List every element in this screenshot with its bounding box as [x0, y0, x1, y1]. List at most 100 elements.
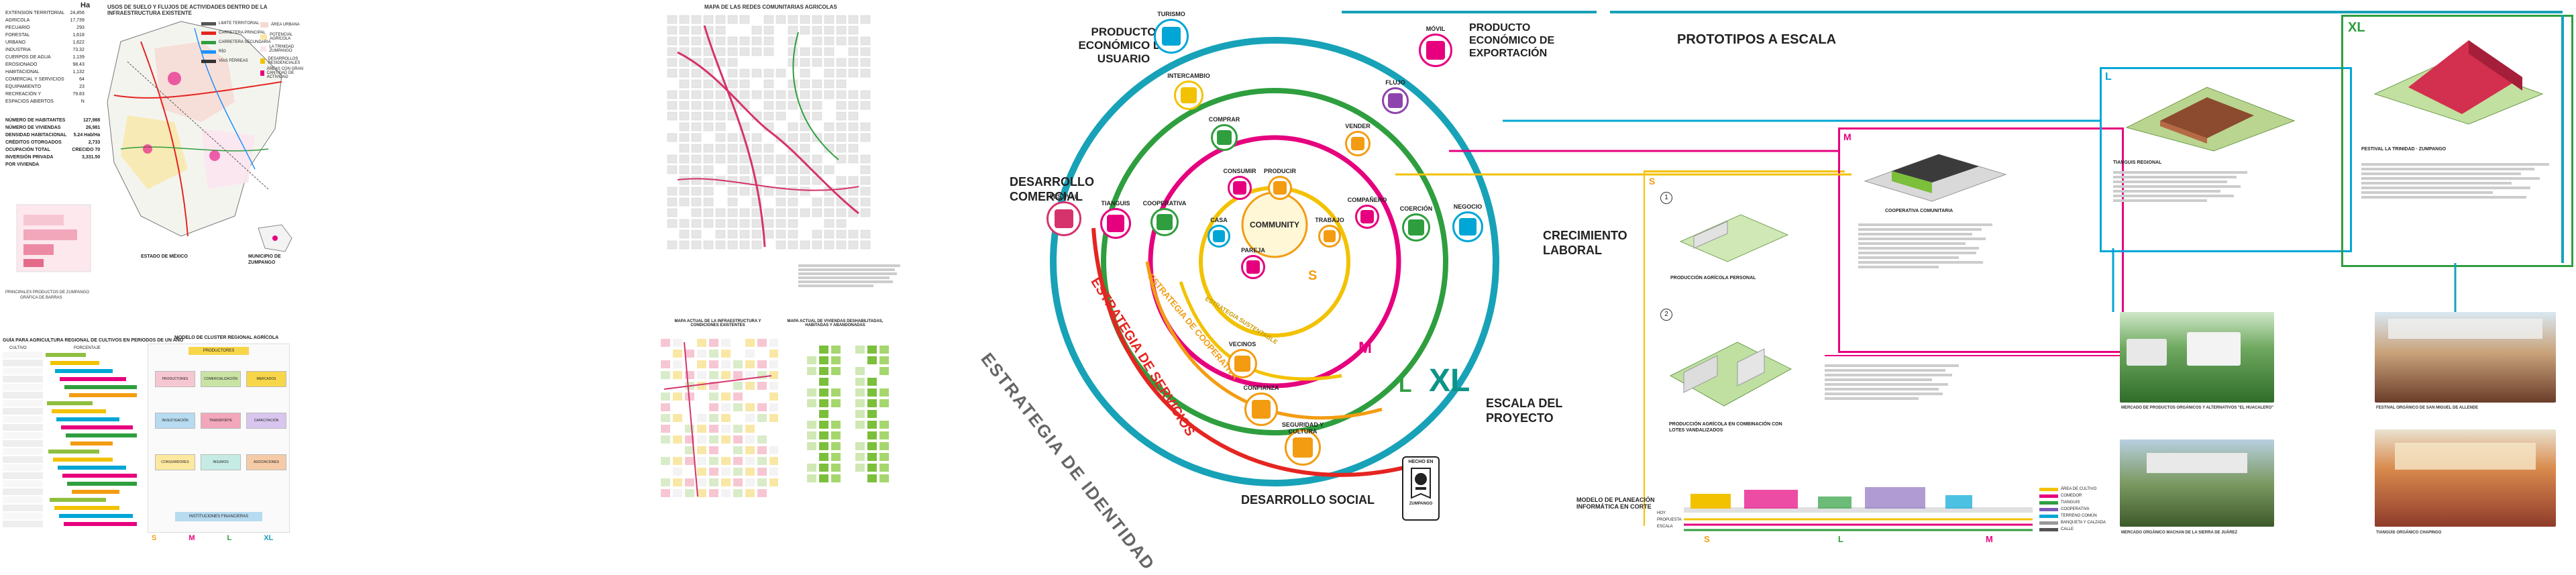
- stats-label: EXTENSION TERRITORIAL: [5, 11, 65, 15]
- legend-label: RÍO: [219, 50, 226, 54]
- city-block: [879, 356, 889, 364]
- stats-label: RECREACIÓN Y: [5, 92, 42, 97]
- crop-period-bar: [69, 393, 137, 397]
- city-block: [679, 111, 690, 121]
- city-block: [769, 414, 778, 422]
- proto-l-letter: L: [2105, 71, 2112, 83]
- city-block: [848, 176, 859, 185]
- guide-col-1: CULTIVO: [9, 346, 27, 350]
- city-block: [843, 421, 853, 429]
- model-legend-item: CALLE: [2039, 526, 2106, 533]
- city-block: [679, 240, 690, 250]
- city-block: [836, 176, 847, 185]
- city-block: [831, 421, 841, 429]
- proto-l-model: [2125, 87, 2296, 152]
- city-block: [733, 360, 743, 368]
- city-block: [819, 346, 828, 354]
- proto-s-model-2: [1669, 342, 1792, 407]
- city-block: [709, 393, 718, 401]
- city-block: [679, 197, 690, 207]
- city-block: [667, 36, 678, 46]
- legend-swatch: [2039, 487, 2058, 491]
- city-block: [739, 208, 750, 217]
- city-block: [691, 133, 702, 142]
- guide-title: GUÍA PARA AGRICULTURA REGIONAL DE CULTIV…: [3, 338, 184, 343]
- city-block: [795, 464, 804, 472]
- city-block: [721, 457, 731, 465]
- proto-xl-caption: FESTIVAL LA TRINIDAD · ZUMPANGO: [2361, 147, 2447, 152]
- label-estado: ESTADO DE MÉXICO: [141, 254, 188, 259]
- legend-swatch: [260, 34, 268, 40]
- city-block: [679, 122, 690, 132]
- city-block: [697, 435, 706, 443]
- crop-period-bar: [55, 369, 113, 373]
- crop-label-cell: [3, 456, 43, 463]
- city-block: [831, 474, 841, 482]
- crop-label-cell: [3, 376, 43, 382]
- city-block: [848, 90, 859, 99]
- node-label-tianguis: TIANGUIS: [1101, 200, 1130, 207]
- city-block: [763, 101, 774, 110]
- city-block: [836, 240, 847, 250]
- city-block: [715, 122, 726, 132]
- city-block: [848, 133, 859, 142]
- legend-swatch: [201, 59, 216, 63]
- store-icon: [1459, 218, 1477, 236]
- city-block: [709, 403, 718, 411]
- city-block: [800, 240, 810, 250]
- label-producto-exportacion: PRODUCTO ECONÓMICO DE EXPORTACIÓN: [1469, 22, 1555, 59]
- model-row-propuesta: PROPUESTA: [1657, 518, 1682, 522]
- city-block: [848, 154, 859, 164]
- stats-label: EROSIONADO: [5, 62, 38, 67]
- node-coercion: [1402, 213, 1430, 242]
- city-block: [667, 111, 678, 121]
- city-block: [757, 446, 767, 454]
- node-label-trabajo: TRABAJO: [1315, 217, 1344, 223]
- node-label-vecinos: VECINOS: [1228, 341, 1256, 348]
- stats-label: ESPACIOS ABIERTOS: [5, 99, 54, 104]
- city-block: [807, 442, 816, 450]
- legend-label: COOPERATIVA: [2061, 507, 2090, 511]
- node-festival: [1046, 201, 1081, 236]
- node-movil: [1419, 34, 1452, 67]
- stats-value: 3,331.50: [82, 155, 101, 160]
- plant-icon: [1273, 181, 1287, 195]
- city-block: [697, 350, 706, 358]
- city-block: [661, 414, 670, 422]
- legend-item: DESARROLLOS RESIDENCIALES: [260, 55, 307, 67]
- node-vender: [1345, 131, 1371, 156]
- city-block: [661, 457, 670, 465]
- city-block: [667, 68, 678, 78]
- city-block: [788, 240, 798, 250]
- city-block: [739, 90, 750, 99]
- city-block: [807, 388, 816, 397]
- city-block: [763, 154, 774, 164]
- city-block: [733, 457, 743, 465]
- city-block: [824, 197, 835, 207]
- stats-label: CUERPOS DE AGUA: [5, 55, 51, 60]
- city-block: [727, 133, 738, 142]
- crop-period-bar: [53, 458, 113, 462]
- label-escala-proyecto: ESCALA DEL PROYECTO: [1486, 397, 1563, 425]
- city-block: [836, 101, 847, 110]
- city-block: [727, 197, 738, 207]
- city-block: [812, 79, 822, 89]
- city-block: [703, 240, 714, 250]
- city-block: [848, 36, 859, 46]
- proto-xl-letter: XL: [2348, 20, 2365, 35]
- city-block: [727, 154, 738, 164]
- city-block: [703, 165, 714, 174]
- city-block: [812, 58, 822, 67]
- city-block: [831, 464, 841, 472]
- ring-label-xl: XL: [1429, 363, 1470, 399]
- city-block: [763, 144, 774, 153]
- city-block: [843, 453, 853, 461]
- city-block: [800, 165, 810, 174]
- crop-period-bar: [66, 433, 137, 437]
- city-block: [721, 478, 731, 486]
- city-block: [848, 15, 859, 24]
- city-block: [745, 468, 755, 476]
